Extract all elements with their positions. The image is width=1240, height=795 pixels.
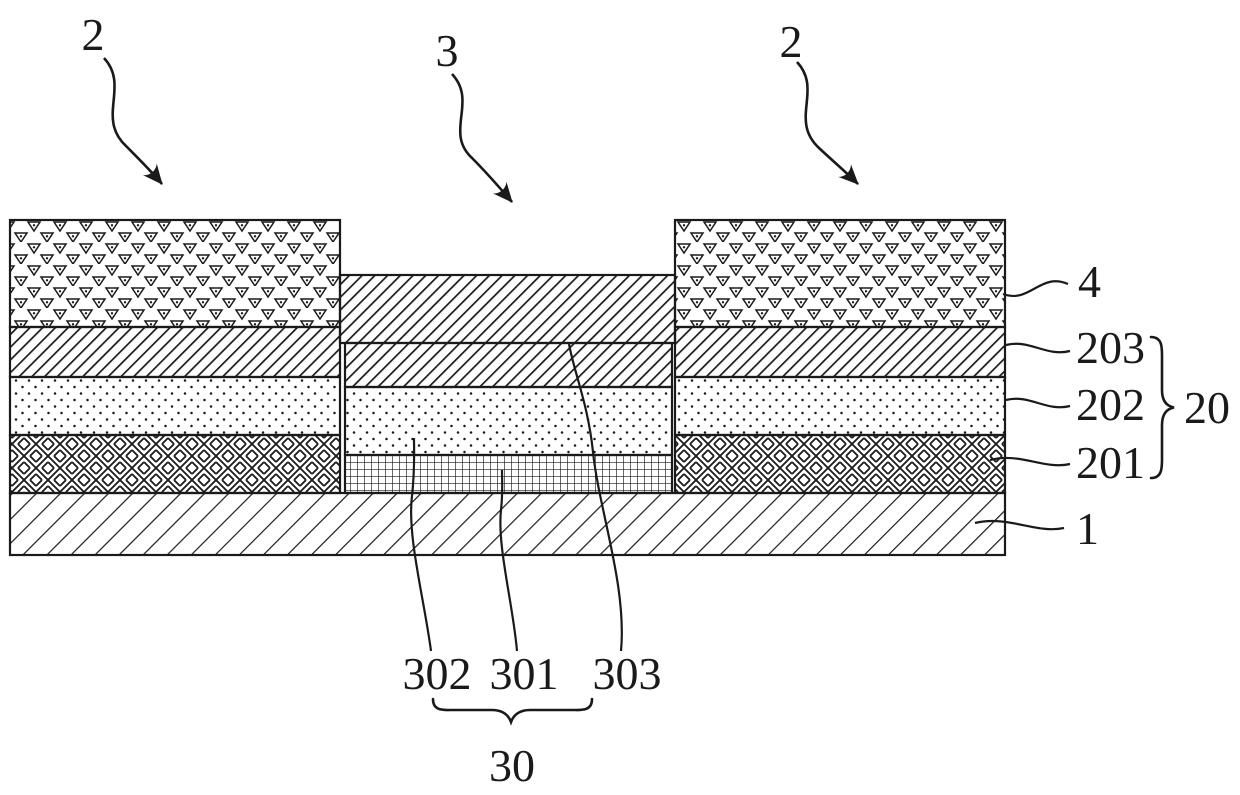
label-20: 20: [1184, 382, 1230, 433]
layer-4-left: [8, 218, 342, 329]
leader-203: [1005, 342, 1071, 354]
layer-202-right: [673, 375, 1007, 437]
label-4: 4: [1078, 256, 1101, 307]
layer-201-left: [8, 433, 342, 495]
leader-202: [1005, 397, 1071, 409]
leader-201: [989, 456, 1071, 467]
layer-201-right: [673, 433, 1007, 495]
label-30: 30: [489, 740, 535, 791]
leader-302: [410, 437, 433, 652]
layer-3-middle: [338, 273, 677, 345]
leader-1: [974, 519, 1065, 531]
layer-301-middle: [343, 453, 674, 495]
brace-30: [431, 697, 594, 726]
layer-4-right: [673, 218, 1007, 329]
layer-203-right: [673, 325, 1007, 379]
layer-303-middle: [343, 341, 674, 389]
layer-substrate-1: [8, 491, 1007, 557]
label-201: 201: [1076, 437, 1145, 488]
label-202: 202: [1076, 379, 1145, 430]
label-2-left: 2: [82, 9, 105, 60]
label-303: 303: [593, 648, 662, 699]
label-301: 301: [490, 648, 559, 699]
leader-4: [1002, 280, 1069, 297]
leader-arrow-3: [451, 73, 513, 203]
label-203: 203: [1076, 322, 1145, 373]
leader-303: [567, 343, 623, 652]
leader-301: [499, 469, 519, 652]
brace-20: [1149, 335, 1175, 480]
leader-arrow-2-left: [103, 57, 163, 185]
layer-203-left: [8, 325, 342, 379]
leader-arrow-2-right: [796, 61, 859, 185]
label-1: 1: [1076, 503, 1099, 554]
label-302: 302: [403, 648, 472, 699]
label-2-right: 2: [780, 16, 803, 67]
layer-202-left: [8, 375, 342, 437]
layer-302-middle: [343, 385, 674, 457]
label-3: 3: [436, 25, 459, 76]
